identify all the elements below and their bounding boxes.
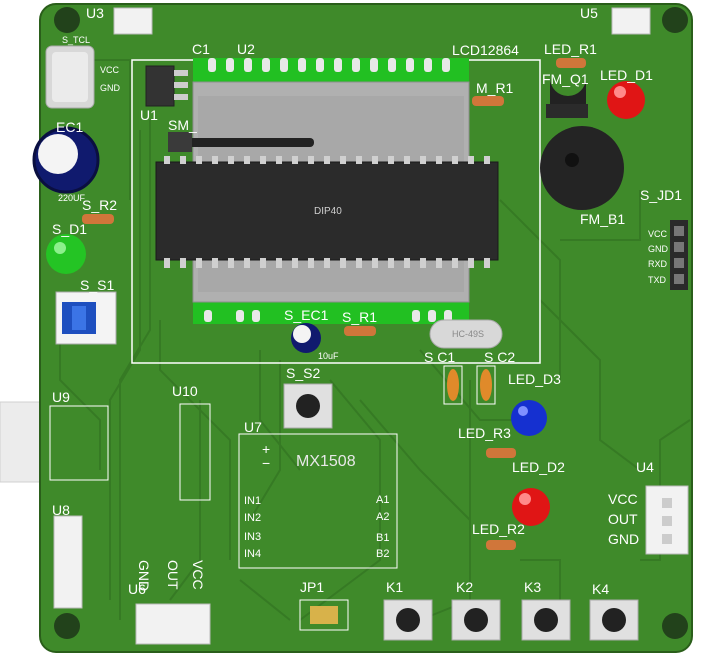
label-s-jd1: S_JD1 xyxy=(640,187,683,203)
label-k4: K4 xyxy=(592,581,610,597)
silk-b1: B1 xyxy=(376,532,390,544)
label-u2: U2 xyxy=(237,41,255,57)
label-u5: U5 xyxy=(580,5,598,21)
silk-a1: A1 xyxy=(376,494,390,506)
silk-in3: IN3 xyxy=(244,531,262,543)
label-s-c2: S C2 xyxy=(484,349,516,365)
label-u1: U1 xyxy=(140,107,158,123)
label-lcd12864: LCD12864 xyxy=(452,42,519,58)
label-sm: SM_ xyxy=(168,117,197,133)
label-ec1: EC1 xyxy=(56,119,84,135)
label-led-d1: LED_D1 xyxy=(600,67,653,83)
silk-u4-gnd: GND xyxy=(608,531,640,547)
silk-jd-gnd: GND xyxy=(648,244,668,254)
label-u8: U8 xyxy=(52,502,70,518)
silk-plus: + xyxy=(262,441,271,457)
silk-crystal: HC-49S xyxy=(452,329,485,339)
label-u9: U9 xyxy=(52,389,70,405)
label-s-d1: S_D1 xyxy=(52,221,88,237)
silk-u6-out: OUT xyxy=(165,560,181,590)
label-m-r1: M_R1 xyxy=(476,80,514,96)
label-s-tcl: S_TCL xyxy=(62,35,91,45)
label-s-s1: S_S1 xyxy=(80,277,115,293)
silk-jd-rxd: RXD xyxy=(648,259,668,269)
silk-a2: A2 xyxy=(376,511,390,523)
label-s-r1: S_R1 xyxy=(342,309,378,325)
label-u7: U7 xyxy=(244,419,262,435)
label-k3: K3 xyxy=(524,579,542,595)
silk-gnd-usb: GND xyxy=(100,83,120,93)
label-s-s2: S_S2 xyxy=(286,365,321,381)
label-u10: U10 xyxy=(172,383,198,399)
label-led-r2: LED_R2 xyxy=(472,521,525,537)
silk-minus: − xyxy=(262,455,271,471)
silk-u4-out: OUT xyxy=(608,511,638,527)
silk-jd-txd: TXD xyxy=(648,275,666,285)
label-fm-b1: FM_B1 xyxy=(580,211,626,227)
silk-u6-gnd: GND xyxy=(136,560,152,592)
silk-jd-vcc: VCC xyxy=(648,229,668,239)
silk-b2: B2 xyxy=(376,548,390,560)
label-s-r2: S_R2 xyxy=(82,197,118,213)
label-c1: C1 xyxy=(192,41,210,57)
silk-ec1-value: 220UF xyxy=(58,193,86,203)
label-led-r1: LED_R1 xyxy=(544,41,597,57)
label-led-d2: LED_D2 xyxy=(512,459,565,475)
label-k2: K2 xyxy=(456,579,474,595)
silk-u6-vcc: VCC xyxy=(190,560,206,590)
silk-in2: IN2 xyxy=(244,512,262,524)
label-s-ec1: S_EC1 xyxy=(284,307,329,323)
label-jp1: JP1 xyxy=(300,579,325,595)
silk-u4-vcc: VCC xyxy=(608,491,638,507)
label-u3: U3 xyxy=(86,5,104,21)
silk-in4: IN4 xyxy=(244,548,262,560)
label-k1: K1 xyxy=(386,579,404,595)
silk-vcc-usb: VCC xyxy=(100,65,120,75)
label-led-d3: LED_D3 xyxy=(508,371,561,387)
silk-sec1-value: 10uF xyxy=(318,351,339,361)
label-mx1508: MX1508 xyxy=(296,453,356,470)
label-dip40: DIP40 xyxy=(314,206,342,217)
label-s-c1: S C1 xyxy=(424,349,456,365)
silk-in1: IN1 xyxy=(244,495,262,507)
label-led-r3: LED_R3 xyxy=(458,425,511,441)
label-u4: U4 xyxy=(636,459,654,475)
label-fm-q1: FM_Q1 xyxy=(542,71,589,87)
label-u6: U6 xyxy=(128,581,146,597)
